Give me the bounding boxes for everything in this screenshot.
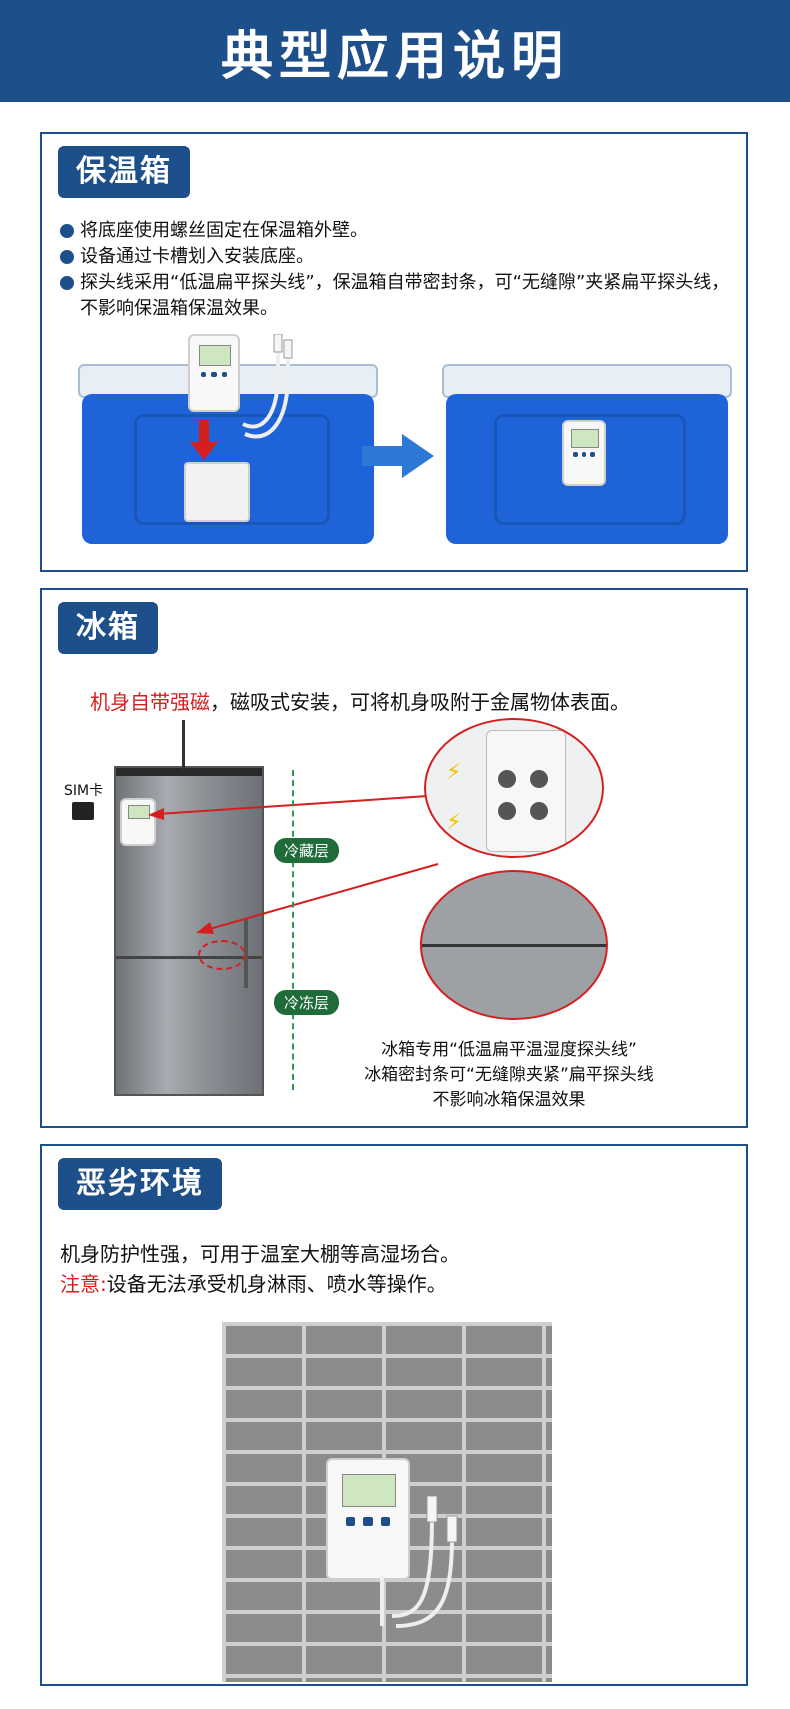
section-tag-harsh: 恶劣环境 — [58, 1158, 222, 1210]
fridge-lead-rest: ，磁吸式安装，可将机身吸附于金属物体表面。 — [210, 690, 630, 714]
logger-device — [188, 334, 240, 412]
fridge-lead-text: 机身自带强磁，磁吸式安装，可将机身吸附于金属物体表面。 — [90, 686, 630, 715]
magnet-highlight: 机身自带强磁 — [90, 690, 210, 714]
magnet-closeup: ⚡ ⚡ — [424, 718, 604, 858]
fridge-notes: 冰箱专用“低温扁平温湿度探头线” 冰箱密封条可“无缝隙夹紧”扁平探头线 不影响冰… — [324, 1038, 694, 1113]
harsh-note: 注意:设备无法承受机身淋雨、喷水等操作。 — [60, 1268, 447, 1297]
probe-cable-icon — [242, 334, 293, 439]
logger-device — [326, 1458, 410, 1580]
probe-cable-icon — [380, 1495, 458, 1628]
bullet-item: 将底座使用螺丝固定在保温箱外壁。 — [60, 218, 730, 244]
section-harsh-environment: 恶劣环境 机身防护性强，可用于温室大棚等高湿场合。 注意:设备无法承受机身淋雨、… — [40, 1144, 748, 1686]
down-arrow-icon — [190, 420, 218, 460]
height-guide — [292, 770, 294, 1090]
page-banner: 典型应用说明 — [0, 0, 790, 102]
logger-device — [120, 798, 156, 846]
section-cooler: 保温箱 将底座使用螺丝固定在保温箱外壁。 设备通过卡槽划入安装底座。 探头线采用… — [40, 132, 748, 572]
logger-device — [562, 420, 606, 486]
seal-closeup — [420, 870, 608, 1020]
antenna-icon — [182, 720, 185, 770]
lightning-icon: ⚡ — [446, 760, 462, 785]
section-tag-cooler: 保温箱 — [58, 146, 190, 198]
sim-label: SIM卡 — [64, 783, 104, 799]
right-arrow-icon — [362, 434, 434, 478]
label-fridge-compartment: 冷藏层 — [274, 838, 340, 863]
cooler-image-before — [78, 334, 378, 554]
note-text: 设备无法承受机身淋雨、喷水等操作。 — [106, 1272, 447, 1296]
sim-card-icon — [72, 802, 94, 820]
mount-base — [184, 462, 250, 522]
pointer-arrow — [148, 793, 459, 820]
note-prefix: 注意: — [60, 1272, 107, 1296]
seal-marker — [198, 940, 246, 970]
harsh-line1: 机身防护性强，可用于温室大棚等高湿场合。 — [60, 1242, 460, 1266]
page-title: 典型应用说明 — [220, 26, 569, 87]
note-line: 冰箱密封条可“无缝隙夹紧”扁平探头线 — [364, 1065, 654, 1085]
lightning-icon: ⚡ — [446, 810, 462, 835]
note-line: 冰箱专用“低温扁平温湿度探头线” — [381, 1040, 637, 1060]
cooler-bullets: 将底座使用螺丝固定在保温箱外壁。 设备通过卡槽划入安装底座。 探头线采用“低温扁… — [60, 218, 730, 322]
section-tag-fridge: 冰箱 — [58, 602, 158, 654]
bullet-item: 探头线采用“低温扁平探头线”，保温箱自带密封条，可“无缝隙”夹紧扁平探头线，不影… — [60, 270, 730, 322]
note-line: 不影响冰箱保温效果 — [432, 1090, 586, 1110]
label-freezer-compartment: 冷冻层 — [274, 990, 340, 1015]
section-fridge: 冰箱 机身自带强磁，磁吸式安装，可将机身吸附于金属物体表面。 SIM卡 ⚡ ⚡ … — [40, 588, 748, 1128]
pointer-arrow — [196, 863, 439, 934]
cooler-image-after — [442, 334, 732, 554]
bullet-item: 设备通过卡槽划入安装底座。 — [60, 244, 730, 270]
